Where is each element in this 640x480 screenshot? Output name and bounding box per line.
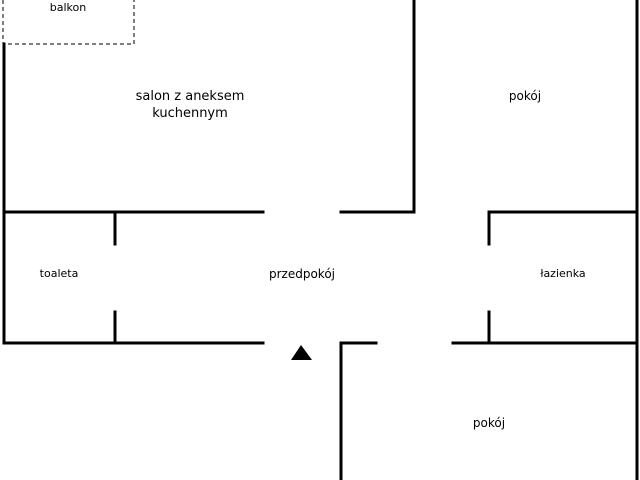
label-salon-line1: salon z aneksem <box>135 89 245 104</box>
balcony-outline <box>2 0 135 45</box>
label-balkon: balkon <box>49 1 87 14</box>
label-salon: salon z aneksem kuchennym <box>136 88 245 122</box>
label-pokoj-top: pokój <box>508 89 542 103</box>
label-salon-line2: kuchennym <box>152 106 228 121</box>
label-toaleta: toaleta <box>39 267 79 280</box>
label-lazienka: łazienka <box>540 267 586 280</box>
label-przedpokoj: przedpokój <box>268 267 336 281</box>
triangle-up-icon <box>291 345 312 360</box>
label-pokoj-bottom: pokój <box>472 416 506 430</box>
